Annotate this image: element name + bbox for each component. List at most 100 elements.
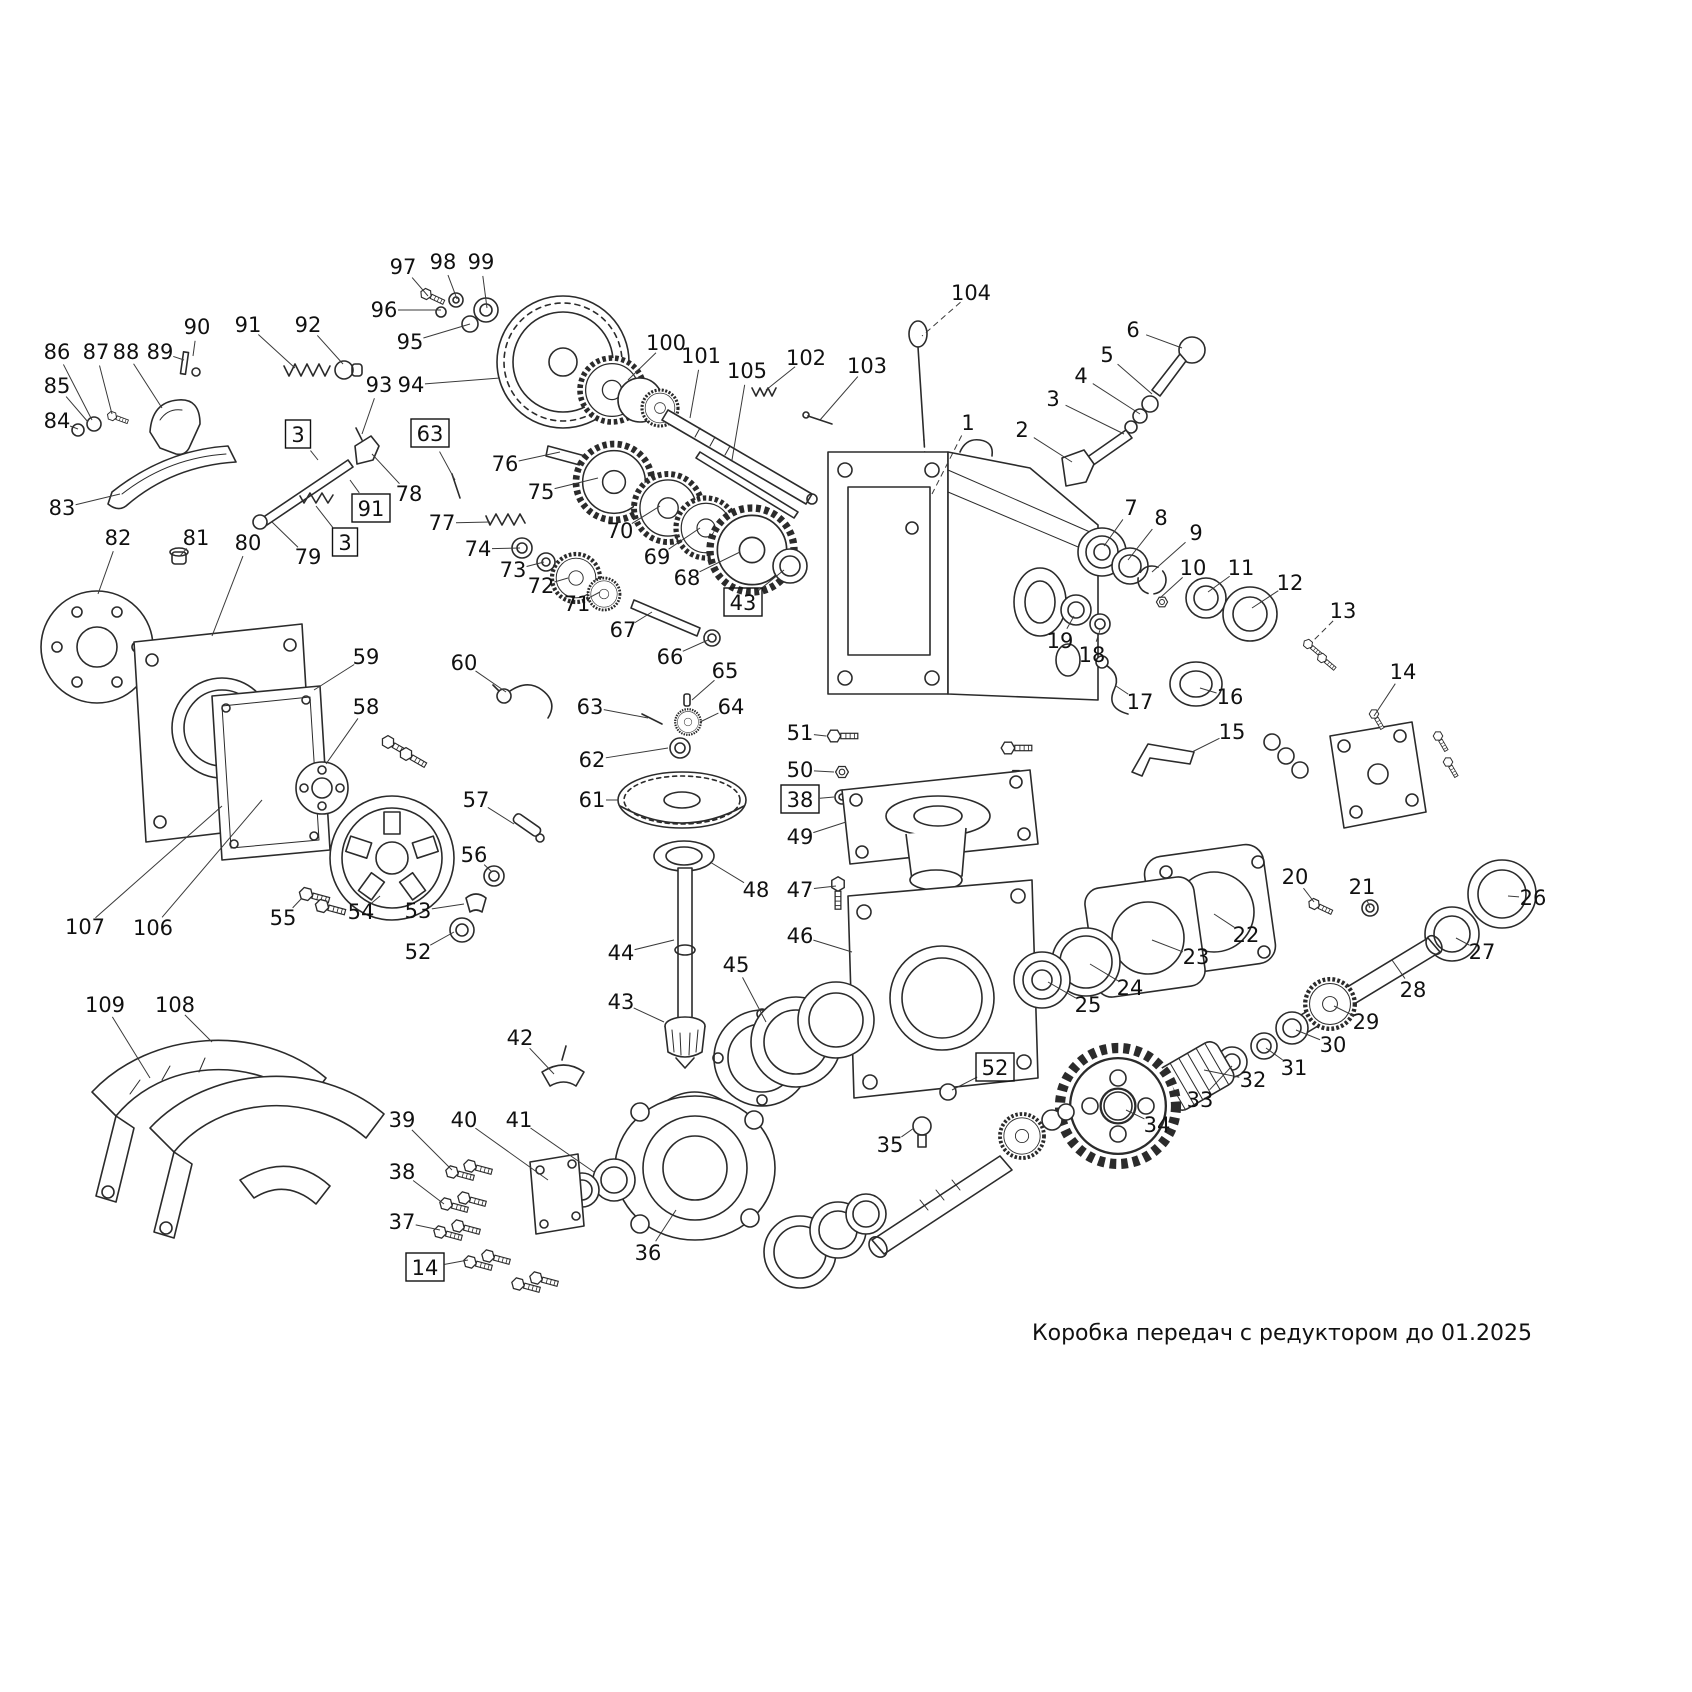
leader-line — [921, 301, 961, 337]
part-shift-fork-lever — [71, 351, 461, 530]
leader-line — [475, 1127, 549, 1181]
part-clutch-drum-assembly — [418, 286, 818, 519]
leader-line — [813, 939, 853, 953]
part-label: 91 — [358, 497, 385, 521]
leader-line — [211, 555, 244, 637]
part-label: 92 — [295, 313, 322, 337]
leader-line — [1117, 363, 1153, 395]
part-label: 33 — [1187, 1088, 1214, 1112]
part-label: 11 — [1228, 556, 1255, 580]
part-gear-train — [485, 444, 808, 647]
part-label: 21 — [1349, 875, 1376, 899]
leader-line — [423, 323, 471, 339]
leader-line — [627, 352, 657, 381]
leader-line — [589, 591, 601, 598]
leader-line — [184, 1014, 213, 1043]
leader-line — [691, 679, 715, 701]
leader-line — [429, 931, 455, 946]
leader-line — [447, 274, 458, 300]
leader-line — [709, 861, 745, 884]
leader-line — [554, 477, 599, 490]
leader-line — [1333, 1005, 1354, 1017]
leader-line — [431, 903, 465, 910]
leader-line — [161, 799, 263, 918]
part-label: 17 — [1127, 690, 1154, 714]
part-label: 103 — [847, 354, 887, 378]
leader-line — [1033, 437, 1073, 463]
part-right-covers — [1013, 527, 1537, 1009]
leader-line — [1089, 963, 1119, 982]
leader-line — [682, 639, 709, 652]
part-label: 80 — [235, 531, 262, 555]
part-output-shaft — [763, 934, 1443, 1289]
leader-line — [491, 547, 521, 550]
part-label: 35 — [877, 1133, 904, 1157]
leader-line — [97, 551, 114, 595]
leader-line — [271, 521, 299, 548]
part-label: 23 — [1183, 945, 1210, 969]
part-selector-lever — [1061, 336, 1206, 487]
part-label: 93 — [366, 373, 393, 397]
part-label: 31 — [1281, 1056, 1308, 1080]
leader-line — [1095, 629, 1101, 642]
leader-line — [901, 1127, 915, 1138]
part-label: 90 — [184, 315, 211, 339]
leader-line — [1151, 939, 1184, 953]
part-label: 102 — [786, 346, 826, 370]
part-label: 38 — [787, 788, 814, 812]
part-label: 75 — [528, 480, 555, 504]
part-label: 59 — [353, 645, 380, 669]
leader-line — [518, 451, 561, 462]
part-label: 26 — [1520, 886, 1547, 910]
leader-line — [361, 398, 375, 435]
part-label: 50 — [787, 758, 814, 782]
part-label: 71 — [564, 592, 591, 616]
leader-line — [1115, 685, 1129, 695]
part-label: 88 — [113, 340, 140, 364]
leader-line — [316, 335, 344, 365]
part-label: 15 — [1219, 720, 1246, 744]
leader-line — [668, 527, 701, 550]
part-label: 14 — [412, 1256, 439, 1280]
leader-line — [179, 548, 188, 557]
part-label: 63 — [577, 695, 604, 719]
leader-line — [655, 1209, 677, 1242]
part-label: 83 — [49, 496, 76, 520]
part-label: 44 — [608, 941, 635, 965]
part-label: 74 — [465, 537, 492, 561]
leader-line — [444, 1259, 469, 1265]
leader-line — [455, 521, 491, 524]
leader-line — [483, 864, 493, 873]
part-label: 72 — [528, 574, 555, 598]
part-label: 30 — [1320, 1033, 1347, 1057]
leader-line — [1151, 541, 1186, 573]
part-label: 68 — [674, 566, 701, 590]
leader-line — [634, 939, 675, 951]
part-label: 12 — [1277, 571, 1304, 595]
part-label: 104 — [951, 281, 991, 305]
leader-line — [1366, 899, 1371, 909]
part-label: 52 — [982, 1056, 1009, 1080]
leader-line — [699, 551, 741, 573]
leader-line — [1047, 981, 1077, 999]
part-label-box — [780, 784, 820, 814]
part-label: 19 — [1047, 629, 1074, 653]
part-label: 60 — [451, 651, 478, 675]
part-label: 56 — [461, 843, 488, 867]
leader-line — [1311, 620, 1334, 643]
part-label: 14 — [1390, 660, 1417, 684]
part-label: 40 — [451, 1108, 478, 1132]
part-label: 79 — [295, 545, 322, 569]
leader-line — [1207, 575, 1230, 593]
part-reducer-case — [712, 729, 1039, 1148]
leader-line — [742, 977, 767, 1023]
part-label: 34 — [1144, 1113, 1171, 1137]
part-label: 52 — [405, 940, 432, 964]
part-label: 70 — [607, 519, 634, 543]
part-label: 22 — [1233, 923, 1260, 947]
leader-line — [65, 396, 89, 423]
part-label: 18 — [1079, 643, 1106, 667]
leader-line — [192, 340, 196, 357]
part-label: 43 — [608, 990, 635, 1014]
